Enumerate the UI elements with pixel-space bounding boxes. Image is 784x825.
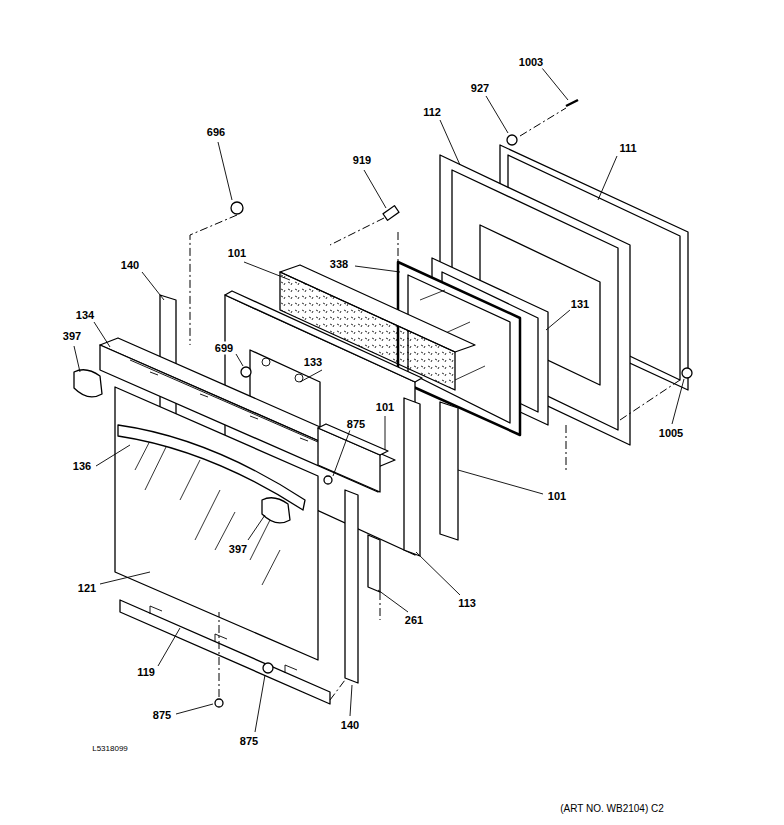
leader-line [440, 120, 460, 165]
screw [263, 663, 273, 673]
leader-line [218, 142, 232, 200]
screw [324, 476, 332, 484]
callout-number: 111 [618, 142, 637, 155]
leader-line [350, 685, 352, 716]
side-strip-113 [404, 398, 420, 556]
callout-number: 101 [547, 490, 567, 503]
leader-line [300, 370, 322, 382]
bottom-trim [120, 600, 330, 704]
leader-line [385, 416, 386, 450]
drawing-note: L5318099 [91, 742, 129, 755]
callout-number: 112 [422, 106, 442, 119]
leader-line [542, 68, 568, 100]
leader-line [142, 272, 164, 300]
callout-number: 919 [352, 154, 372, 167]
assembly-line [190, 215, 237, 345]
leader-line [416, 552, 460, 595]
callout-number: 101 [227, 247, 247, 260]
callout-number: 875 [239, 735, 259, 748]
screw [241, 367, 251, 377]
leader-line [458, 470, 543, 494]
callout-number: 927 [470, 82, 490, 95]
assembly-line [219, 612, 220, 697]
leader-line [486, 96, 508, 133]
callout-number: 1005 [658, 427, 684, 440]
washer [507, 135, 517, 145]
assembly-line [520, 108, 566, 136]
callout-number: 875 [152, 709, 172, 722]
leader-line [378, 590, 408, 612]
leader-line [248, 515, 265, 540]
callout-number: 113 [457, 597, 477, 610]
leader-line [333, 430, 350, 476]
callout-number: 121 [77, 582, 97, 595]
callout-number: 397 [228, 543, 248, 556]
assembly-line [330, 592, 380, 700]
side-piece-101 [440, 402, 458, 540]
leader-line [244, 262, 290, 280]
hinge-slot-cover [368, 535, 380, 592]
leader-line [94, 322, 110, 347]
callout-number: 134 [75, 309, 95, 322]
callout-number: 397 [62, 330, 82, 343]
callout-number: 696 [206, 126, 226, 139]
callout-number: 338 [329, 258, 349, 271]
callout-number: 119 [136, 666, 156, 679]
leader-line [176, 704, 213, 714]
handle-end-cap [74, 370, 102, 397]
bracket-holes [262, 358, 303, 382]
leader-line [546, 310, 570, 330]
handle-end-cap [262, 498, 290, 523]
door-handle [118, 425, 305, 510]
callout-number: 131 [570, 298, 590, 311]
callout-number: 140 [340, 719, 360, 732]
door-liner-edge [225, 291, 422, 382]
leader-line [100, 572, 150, 584]
callout-number: 261 [404, 614, 424, 627]
leader-line [355, 266, 400, 272]
leader-line [158, 628, 180, 666]
screw [231, 202, 243, 214]
pin [383, 206, 399, 221]
leader-line [96, 445, 130, 466]
assembly-line [566, 380, 680, 470]
leader-line [236, 354, 243, 366]
callout-number: 1003 [518, 56, 544, 69]
assembly-line [330, 218, 398, 262]
screw [215, 699, 223, 707]
leader-line [364, 170, 386, 208]
screw [682, 368, 692, 378]
leader-line [255, 675, 265, 732]
callout-number: 875 [346, 418, 366, 431]
callout-number: 133 [303, 356, 323, 369]
pin [566, 100, 578, 106]
leader-line [74, 346, 80, 372]
side-rail [345, 490, 358, 683]
leader-line [672, 379, 684, 424]
leader-line [598, 156, 617, 200]
callout-number: 699 [214, 342, 234, 355]
callout-number: 101 [375, 401, 395, 414]
drawing-note: (ART NO. WB2104) C2 [559, 802, 665, 815]
bottom-trim-tabs [150, 606, 297, 673]
callout-number: 140 [120, 259, 140, 272]
callout-number: 136 [72, 460, 92, 473]
